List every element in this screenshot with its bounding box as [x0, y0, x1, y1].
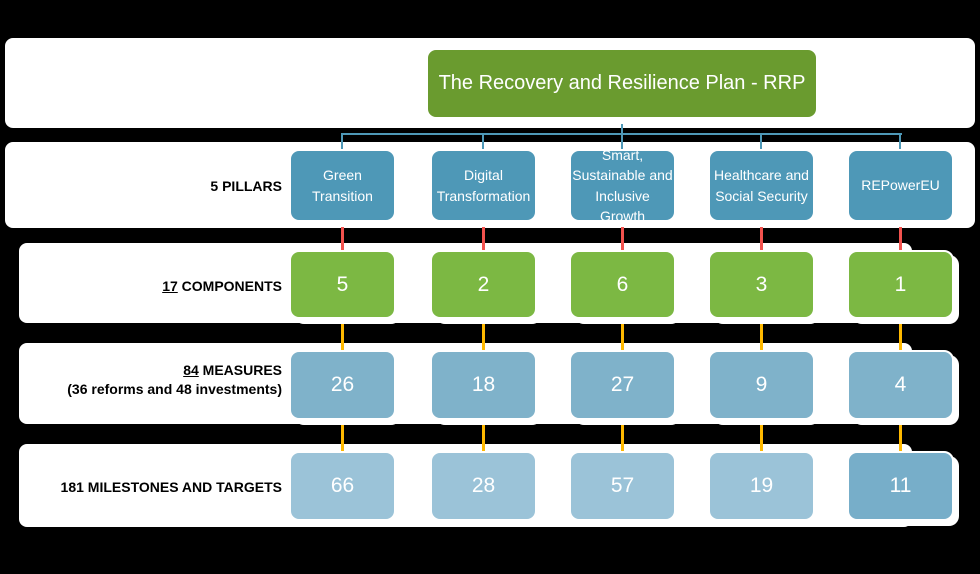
- connector-yellow: [482, 319, 485, 350]
- components-count: 1: [894, 272, 907, 296]
- milestones-count-box: 11: [847, 451, 954, 521]
- rrp-title-box: The Recovery and Resilience Plan - RRP: [426, 48, 818, 119]
- milestones-count: 66: [330, 474, 355, 497]
- connector-yellow: [341, 319, 344, 350]
- connector-title-stem: [621, 119, 623, 134]
- measures-count-box: 4: [847, 350, 954, 420]
- pillars-row-label: 5 PILLARS: [210, 178, 282, 194]
- connector-yellow: [621, 420, 624, 451]
- components-count-box: 6: [569, 250, 676, 319]
- measures-count: 4: [894, 373, 907, 396]
- pillar-label: Smart, Sustainable and Inclusive Growth: [572, 146, 673, 224]
- connector-red: [341, 222, 344, 250]
- components-count: 5: [336, 272, 349, 296]
- connector-red: [760, 222, 763, 250]
- milestones-row-label: 181 MILESTONES AND TARGETS: [60, 479, 282, 495]
- connector-red: [482, 222, 485, 250]
- milestones-count: 19: [749, 474, 774, 497]
- connector-pillar-drop: [482, 133, 484, 149]
- pillar-label: Green Transition: [312, 167, 373, 204]
- components-count-box: 3: [708, 250, 815, 319]
- connector-pillar-drop: [760, 133, 762, 149]
- pillar-label: REPowerEU: [861, 177, 940, 194]
- connector-yellow: [899, 319, 902, 350]
- connector-yellow: [621, 319, 624, 350]
- measures-label-text: MEASURES: [198, 362, 282, 378]
- measures-label-line2: (36 reforms and 48 investments): [67, 381, 282, 397]
- components-count-underlined: 17: [162, 278, 178, 294]
- connector-pillar-drop: [899, 133, 901, 149]
- measures-count-box: 26: [289, 350, 396, 420]
- rrp-title: The Recovery and Resilience Plan - RRP: [438, 72, 806, 94]
- connector-pillar-drop: [621, 133, 623, 149]
- components-label-text: COMPONENTS: [177, 278, 282, 294]
- connector-red: [621, 222, 624, 250]
- pillar-box-smart-sustainable-growth: Smart, Sustainable and Inclusive Growth: [569, 147, 676, 224]
- measures-count: 27: [610, 373, 635, 396]
- connector-red: [899, 222, 902, 250]
- pillar-label: Healthcare and Social Security: [714, 167, 809, 204]
- measures-count-box: 27: [569, 350, 676, 420]
- connector-yellow: [760, 420, 763, 451]
- pillar-box-digital-transformation: Digital Transformation: [430, 149, 537, 222]
- connector-yellow: [760, 319, 763, 350]
- pillar-box-green-transition: Green Transition: [289, 149, 396, 222]
- measures-count-box: 9: [708, 350, 815, 420]
- components-row-label: 17 COMPONENTS: [0, 277, 282, 296]
- pillar-box-repowereu: REPowerEU: [847, 149, 954, 222]
- components-count: 6: [616, 272, 629, 296]
- pillar-label: Digital Transformation: [436, 167, 531, 204]
- connector-pillar-drop: [341, 133, 343, 149]
- measures-count: 18: [471, 373, 496, 396]
- connector-yellow: [341, 420, 344, 451]
- milestones-count-box: 66: [289, 451, 396, 521]
- components-count: 2: [477, 272, 490, 296]
- components-count: 3: [755, 272, 768, 296]
- pillar-box-healthcare-social-security: Healthcare and Social Security: [708, 149, 815, 222]
- milestones-count-box: 19: [708, 451, 815, 521]
- connector-yellow: [482, 420, 485, 451]
- components-count-box: 5: [289, 250, 396, 319]
- measures-label-line1: 84 MEASURES: [0, 361, 282, 380]
- components-count-box: 1: [847, 250, 954, 319]
- milestones-count-box: 57: [569, 451, 676, 521]
- measures-count-underlined: 84: [183, 362, 199, 378]
- connector-yellow: [899, 420, 902, 451]
- components-count-box: 2: [430, 250, 537, 319]
- measures-count-box: 18: [430, 350, 537, 420]
- milestones-count: 28: [471, 474, 496, 497]
- milestones-count-box: 28: [430, 451, 537, 521]
- milestones-count: 11: [889, 474, 912, 497]
- milestones-count: 57: [610, 474, 635, 497]
- measures-count: 26: [330, 373, 355, 396]
- measures-row-label: 84 MEASURES (36 reforms and 48 investmen…: [0, 361, 282, 399]
- measures-count: 9: [755, 373, 768, 396]
